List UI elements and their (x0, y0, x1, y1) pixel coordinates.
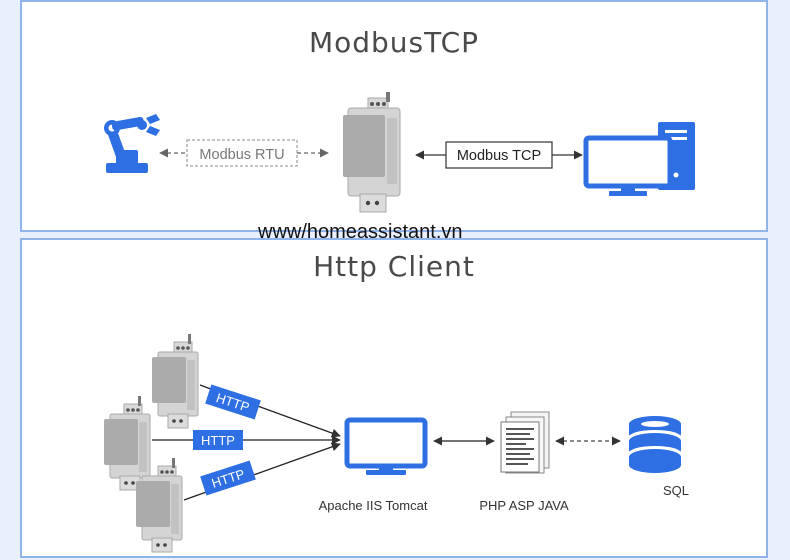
robot-arm-icon (104, 114, 160, 173)
languages-label: PHP ASP JAVA (479, 498, 569, 513)
server-label: Apache IIS Tomcat (319, 498, 428, 513)
web-server-monitor-icon (344, 417, 428, 475)
database-label: SQL (663, 483, 689, 498)
http-badge-1: HTTP (205, 384, 261, 420)
modbus-rtu-link (159, 139, 329, 167)
code-documents-icon (500, 411, 550, 474)
modbus-tcp-link (415, 141, 583, 169)
watermark-text: www/homeassistant.vn (258, 221, 463, 243)
http-badge-3: HTTP (200, 460, 256, 496)
gateway-device-3 (136, 458, 183, 553)
modbus-tcp-label: Modbus TCP (457, 148, 541, 164)
http-label-2: HTTP (201, 433, 235, 448)
http-badge-2: HTTP (193, 430, 243, 450)
gateway-device-1 (152, 334, 199, 429)
desktop-computer-icon (583, 122, 695, 196)
http-client-panel: Http Client (20, 238, 768, 558)
gateway-device-2 (104, 396, 151, 491)
modbus-tcp-title: ModbusTCP (308, 26, 480, 59)
http-client-title: Http Client (313, 250, 475, 283)
modbus-rtu-label: Modbus RTU (199, 147, 284, 163)
database-icon (629, 416, 681, 473)
gateway-device (343, 92, 401, 213)
